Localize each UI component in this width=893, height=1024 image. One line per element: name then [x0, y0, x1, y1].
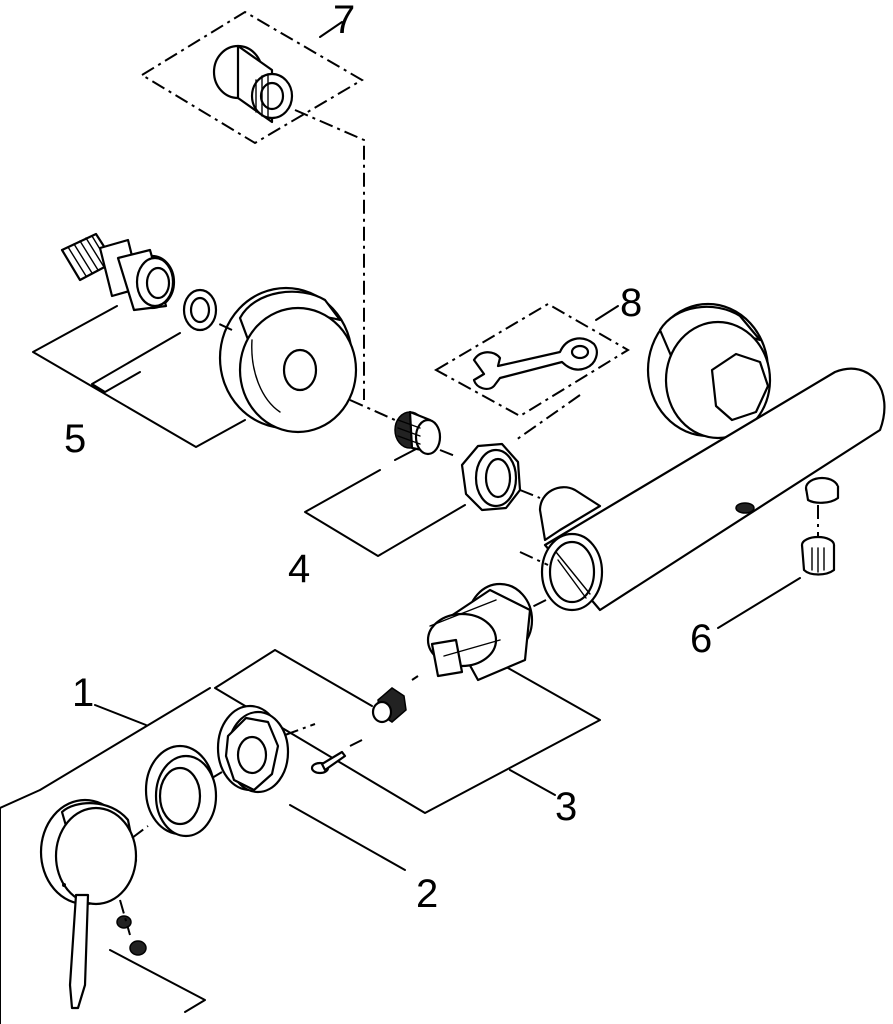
- rosette-icon: [218, 286, 358, 434]
- mixer-body-group: [519, 302, 886, 612]
- part-number-3: 3: [555, 785, 577, 829]
- part-4-group: [304, 410, 541, 557]
- aerator-icon: [800, 535, 836, 576]
- part-7-extension-group: [140, 10, 365, 400]
- part-2-group: [144, 704, 406, 871]
- wrench-icon: [472, 337, 598, 390]
- screw-icon: [310, 750, 347, 775]
- extension-piece-icon: [212, 44, 294, 124]
- nut-icon: [460, 442, 522, 512]
- mixer-body-icon: [538, 367, 886, 612]
- part-number-7: 7: [333, 0, 355, 42]
- part-number-5: 5: [64, 417, 86, 461]
- hex-nut-icon: [216, 704, 290, 794]
- part-number-6: 6: [690, 617, 712, 661]
- part-8-dashed-frame: [433, 302, 630, 418]
- cartridge-icon: [426, 582, 534, 682]
- set-screw-icon: [116, 915, 147, 956]
- adapter-spline-icon: [371, 687, 407, 724]
- part-8-wrench-group: [433, 302, 630, 441]
- part-6-group: [717, 505, 836, 629]
- adapter-icon: [394, 410, 442, 456]
- part-number-8: 8: [620, 281, 642, 325]
- part-number-1: 1: [72, 671, 94, 715]
- part-7-dashed-frame: [140, 10, 364, 145]
- part-number-2: 2: [416, 872, 438, 916]
- part-number-4: 4: [288, 547, 310, 591]
- handle-icon: [39, 798, 138, 1010]
- part-1-group: [0, 687, 211, 1024]
- part-3-group: [214, 582, 601, 814]
- wall-rosette-icon: [646, 302, 772, 440]
- s-union-icon: [60, 232, 176, 312]
- washer-icon: [182, 288, 218, 332]
- part-5-group: [32, 232, 396, 448]
- trim-ring-icon: [144, 744, 218, 838]
